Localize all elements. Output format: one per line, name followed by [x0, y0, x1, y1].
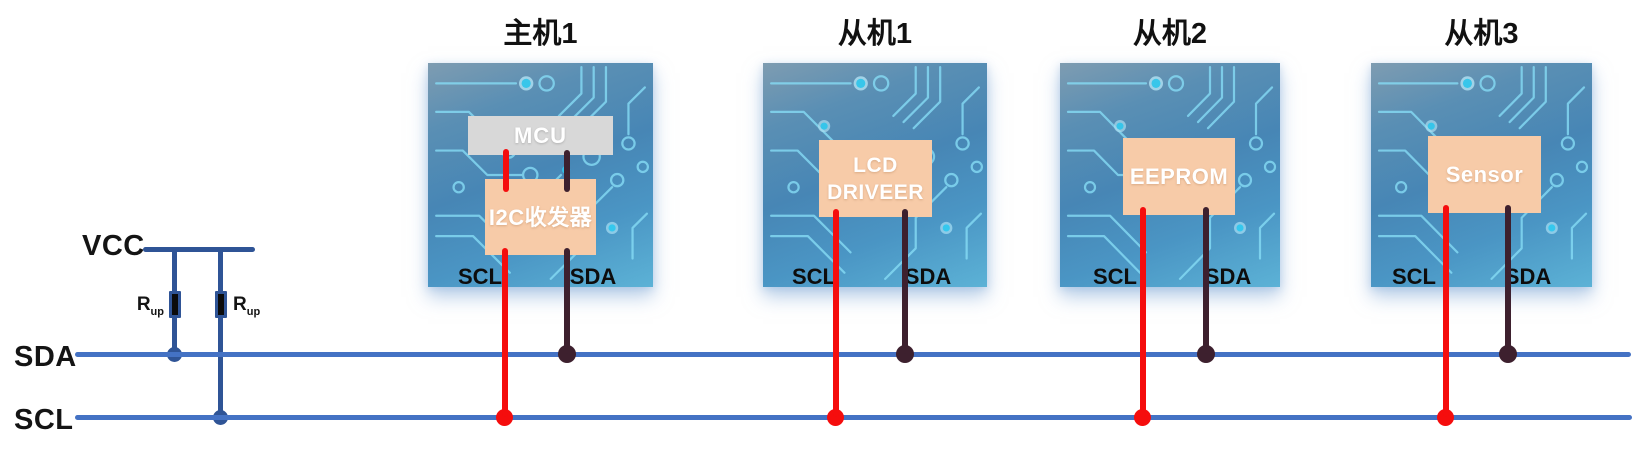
master1-mcu-sda-wire	[564, 150, 570, 192]
device-block-slave1: LCD DRIVEER SCL SDA	[763, 63, 987, 287]
sda-bus-line	[75, 352, 1631, 357]
slave1-scl-wire	[833, 209, 839, 417]
sensor-chip: Sensor	[1428, 136, 1541, 213]
sda-pin-label: SDA	[904, 264, 952, 287]
device-block-master1: MCU I2C收发器 SCL SDA	[428, 63, 653, 287]
vcc-label: VCC	[82, 230, 145, 262]
i2c-transceiver-chip: I2C收发器	[485, 179, 596, 255]
slave1-scl-junction-dot	[827, 409, 844, 426]
scl-bus-label: SCL	[14, 404, 74, 436]
slave1-sda-junction-dot	[896, 345, 914, 363]
scl-pin-label: SCL	[792, 264, 836, 287]
rup-label-sda: Rup	[136, 294, 164, 318]
master1-sda-junction-dot	[558, 345, 576, 363]
sda-bus-label: SDA	[14, 341, 77, 373]
slave2-sda-junction-dot	[1197, 345, 1215, 363]
pullup-resistor-scl	[215, 291, 227, 318]
master1-sda-wire	[564, 248, 570, 354]
lcd-driver-chip: LCD DRIVEER	[819, 140, 932, 217]
sda-pin-label: SDA	[1204, 264, 1252, 287]
scl-pin-label: SCL	[1093, 264, 1137, 287]
master1-mcu-scl-wire	[503, 149, 509, 192]
slave2-scl-wire	[1140, 207, 1146, 417]
mcu-chip: MCU	[468, 116, 613, 155]
master1-scl-junction-dot	[496, 409, 513, 426]
device-block-slave3: Sensor SCL SDA	[1371, 63, 1592, 287]
slave2-sda-wire	[1203, 207, 1209, 354]
device-block-slave2: EEPROM SCL SDA	[1060, 63, 1280, 287]
slave3-scl-junction-dot	[1437, 409, 1454, 426]
pullup-resistor-sda	[169, 291, 181, 318]
rup-label-scl: Rup	[233, 294, 261, 318]
scl-pin-label: SCL	[1392, 264, 1436, 287]
slave3-scl-wire	[1443, 205, 1449, 417]
device-title-slave2: 从机2	[1132, 18, 1208, 50]
vcc-rail-line	[143, 247, 255, 252]
master1-scl-wire	[502, 248, 508, 417]
slave2-scl-junction-dot	[1134, 409, 1151, 426]
device-title-slave3: 从机3	[1444, 18, 1519, 50]
pullup-leg-scl	[218, 249, 223, 419]
device-title-slave1: 从机1	[837, 18, 913, 50]
scl-bus-line	[75, 415, 1632, 420]
device-title-master1: 主机1	[503, 18, 578, 50]
slave3-sda-junction-dot	[1499, 345, 1517, 363]
sda-pin-label: SDA	[1504, 264, 1552, 287]
slave3-sda-wire	[1505, 205, 1511, 354]
eeprom-chip: EEPROM	[1123, 138, 1235, 215]
sda-pin-label: SDA	[569, 264, 617, 287]
slave1-sda-wire	[902, 209, 908, 354]
scl-pin-label: SCL	[458, 264, 502, 287]
